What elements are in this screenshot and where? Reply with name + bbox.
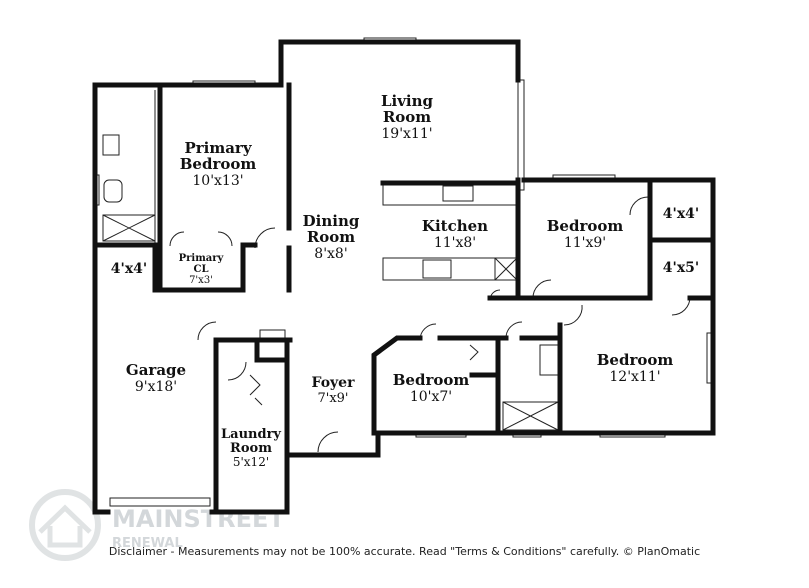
laundry-room-label: Laundry Room 5'x12' xyxy=(221,427,281,469)
watermark-line1: MAINSTREET xyxy=(112,505,285,533)
stove xyxy=(422,259,452,279)
primary-closet-dim: 7'x3' xyxy=(189,275,213,286)
walls xyxy=(92,39,716,515)
kitchen-name: Kitchen xyxy=(422,217,488,235)
garage-door xyxy=(109,497,211,507)
bedroom-ne-dim: 11'x9' xyxy=(564,235,606,251)
dining-room-label: Dining Room 8'x8' xyxy=(303,212,360,262)
primary-bedroom-dim: 10'x13' xyxy=(192,173,243,189)
living-name1: Living xyxy=(381,92,434,110)
toilet xyxy=(103,179,123,203)
garage-label: Garage 9'x18' xyxy=(126,361,186,395)
bedroom-ne-name: Bedroom xyxy=(547,217,624,235)
bedroom-ne-label: Bedroom 11'x9' xyxy=(547,217,624,251)
garage-name: Garage xyxy=(126,361,186,379)
kitchen-sink xyxy=(442,185,474,202)
dining-name2: Room xyxy=(307,228,355,246)
living-name2: Room xyxy=(383,108,431,126)
living-dim: 19'x11' xyxy=(381,126,432,142)
foyer-name: Foyer xyxy=(312,375,356,391)
kitchen-label: Kitchen 11'x8' xyxy=(422,217,488,251)
hall-bath-sink xyxy=(539,344,559,376)
primary-closet-name2: CL xyxy=(194,264,209,275)
disclaimer-text: Disclaimer - Measurements may not be 100… xyxy=(108,545,701,558)
garage-dim: 9'x18' xyxy=(135,379,177,395)
closet-4x5-dim: 4'x5' xyxy=(663,260,699,276)
bedroom-se-name: Bedroom xyxy=(597,351,674,369)
bedroom-se-label: Bedroom 12'x11' xyxy=(597,351,674,385)
foyer-dim: 7'x9' xyxy=(317,391,348,406)
laundry-dim: 5'x12' xyxy=(233,455,269,469)
laundry-name2: Room xyxy=(230,441,272,456)
bedroom-mid-name: Bedroom xyxy=(393,371,470,389)
foyer-label: Foyer 7'x9' xyxy=(312,375,356,406)
dining-name1: Dining xyxy=(303,212,360,230)
primary-closet-name1: Primary xyxy=(179,253,225,264)
bath-sink xyxy=(102,134,120,156)
closet-4x4-w-dim: 4'x4' xyxy=(111,261,147,277)
primary-bedroom-label: Primary Bedroom 10'x13' xyxy=(180,139,257,189)
watermark-line2: RENEWAL xyxy=(112,536,183,551)
dining-dim: 8'x8' xyxy=(314,246,347,262)
bedroom-mid-label: Bedroom 10'x7' xyxy=(393,371,470,405)
primary-bedroom-name2: Bedroom xyxy=(180,155,257,173)
primary-bedroom-name1: Primary xyxy=(184,139,252,157)
closet-4x4-ne-dim: 4'x4' xyxy=(663,206,699,222)
living-room-label: Living Room 19'x11' xyxy=(381,92,434,142)
bedroom-se-dim: 12'x11' xyxy=(609,369,660,385)
laundry-name1: Laundry xyxy=(221,427,281,442)
bedroom-mid-dim: 10'x7' xyxy=(410,389,452,405)
upper-counter xyxy=(382,184,519,206)
kitchen-dim: 11'x8' xyxy=(434,235,476,251)
primary-closet-label: Primary CL 7'x3' xyxy=(179,253,225,286)
room-labels: Living Room 19'x11' Primary Bedroom 10'x… xyxy=(111,92,699,469)
